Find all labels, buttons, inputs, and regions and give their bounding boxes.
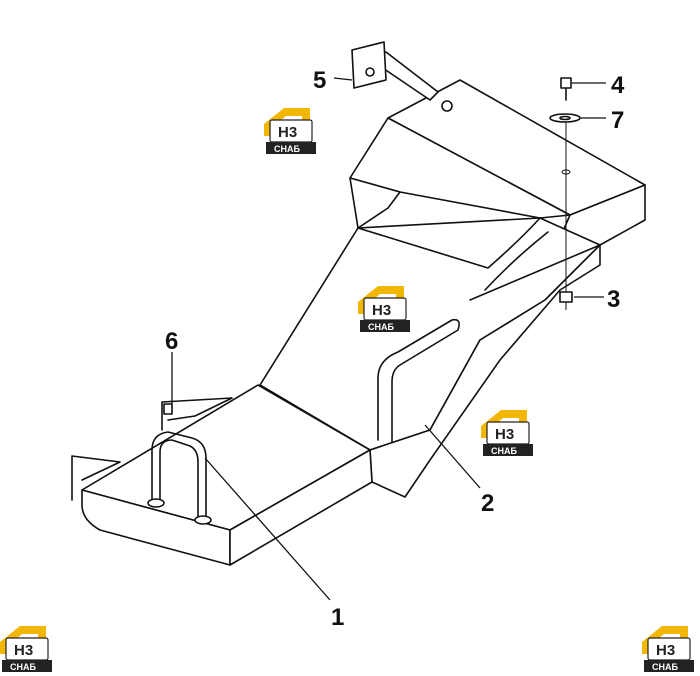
leader-5 xyxy=(333,77,353,81)
handle-foot-left xyxy=(147,498,165,508)
svg-text:CHAБ: CHAБ xyxy=(274,144,300,154)
platform-right xyxy=(229,449,373,566)
cab-fender-assembly xyxy=(71,41,646,566)
watermark-logos: H3 CHAБ H3 CHAБ H3 CHAБ H3 CHAБ H3 CHAБ xyxy=(0,107,695,673)
label-4: 4 xyxy=(611,72,625,99)
label-1: 1 xyxy=(331,604,344,631)
svg-text:H3: H3 xyxy=(495,426,514,443)
svg-text:H3: H3 xyxy=(372,302,391,319)
nut xyxy=(559,291,573,303)
platform-handle-inner xyxy=(159,439,199,519)
support-plate xyxy=(351,41,387,89)
bracket-bolt xyxy=(163,403,173,415)
label-6: 6 xyxy=(165,328,178,355)
platform-handle xyxy=(151,431,207,519)
label-7: 7 xyxy=(611,107,624,134)
leader-lines xyxy=(171,77,606,601)
platform-front xyxy=(81,489,231,566)
watermark-logo-1: H3 CHAБ xyxy=(263,107,317,155)
left-bracket-upper xyxy=(161,397,233,431)
leader-1 xyxy=(204,457,331,601)
bolt-head xyxy=(560,77,572,89)
ramp-handle xyxy=(377,318,460,443)
label-3: 3 xyxy=(607,286,620,313)
step-notch xyxy=(349,177,401,229)
ramp-edge xyxy=(469,244,601,301)
svg-text:H3: H3 xyxy=(14,642,33,659)
leader-2 xyxy=(424,424,481,489)
ramp-curve-mid xyxy=(484,231,549,291)
ramp-side xyxy=(369,244,601,498)
watermark-logo-3: H3 CHAБ xyxy=(480,409,534,457)
tube-nut xyxy=(441,100,453,112)
callout-labels: 1 2 3 4 5 6 7 xyxy=(165,67,625,631)
left-bracket-lower xyxy=(71,455,121,501)
watermark-logo-5: H3 CHAБ xyxy=(641,625,695,673)
label-2: 2 xyxy=(481,490,494,517)
svg-text:CHAБ: CHAБ xyxy=(491,446,517,456)
watermark-logo-2: H3 CHAБ xyxy=(357,285,411,333)
svg-text:CHAБ: CHAБ xyxy=(368,322,394,332)
svg-text:H3: H3 xyxy=(278,124,297,141)
label-5: 5 xyxy=(313,67,326,94)
washer-hole xyxy=(559,115,571,121)
ramp-curve-top xyxy=(357,217,541,269)
plate-bolt xyxy=(365,67,375,77)
svg-text:H3: H3 xyxy=(656,642,675,659)
handle-foot-right xyxy=(194,515,212,525)
svg-text:CHAБ: CHAБ xyxy=(652,662,678,672)
watermark-logo-4: H3 CHAБ xyxy=(0,625,53,673)
svg-text:CHAБ: CHAБ xyxy=(10,662,36,672)
